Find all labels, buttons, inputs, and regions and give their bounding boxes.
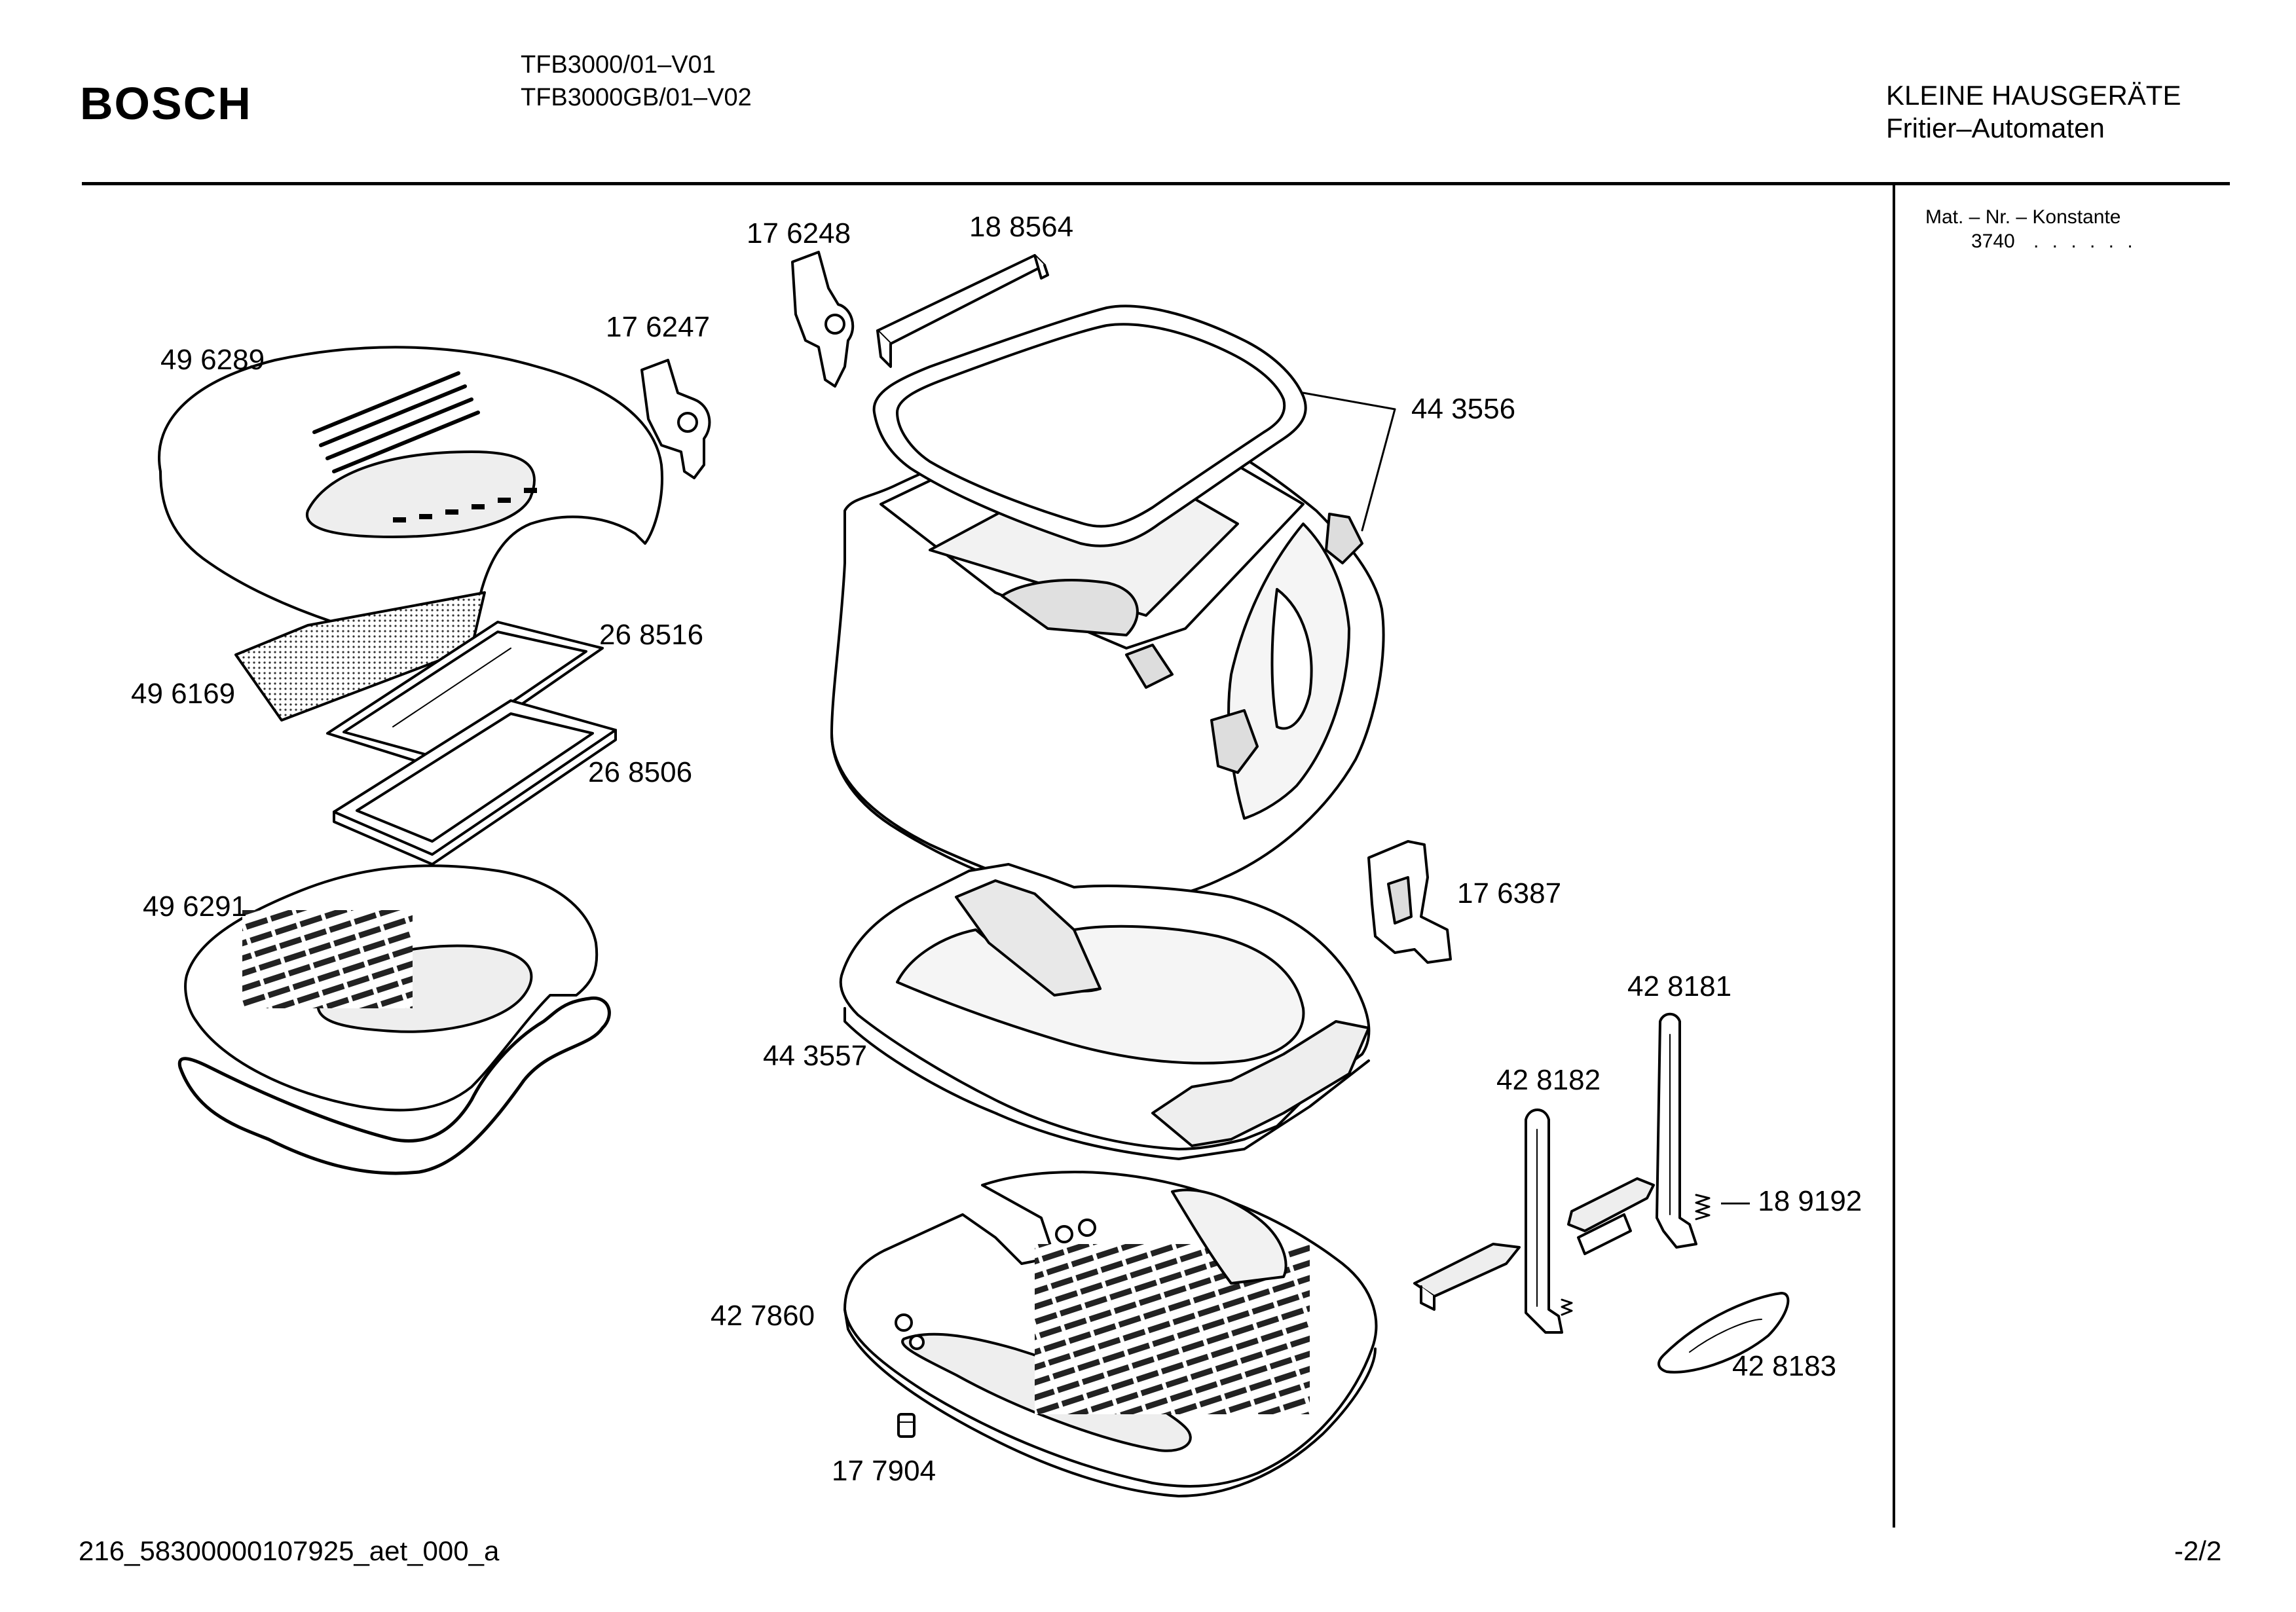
part-lid-cover	[159, 347, 662, 648]
leader-lines	[1303, 393, 1395, 530]
part-base-tray	[841, 864, 1369, 1159]
part-bracket-176387	[1369, 841, 1451, 962]
part-hinge-lower	[642, 360, 709, 478]
document-id: 216_58300000107925_aet_000_a	[79, 1535, 500, 1566]
mat-nr-code: 3740	[1971, 230, 2015, 252]
part-label-496291: 49 6291	[143, 890, 248, 923]
part-label-188564: 18 8564	[969, 211, 1074, 243]
part-label-177904: 17 7904	[832, 1455, 936, 1487]
part-label-176247: 17 6247	[606, 311, 711, 343]
part-bottom-cover	[845, 1172, 1376, 1496]
part-label-176248: 17 6248	[747, 217, 851, 249]
part-gasket-ring	[874, 306, 1306, 545]
part-label-496289: 49 6289	[160, 344, 265, 376]
part-hinge-upper	[792, 252, 853, 386]
model-number-1: TFB3000/01–V01	[521, 51, 716, 79]
part-rod-428182	[1526, 1110, 1562, 1332]
part-strip-188564	[878, 255, 1048, 367]
mat-nr-dots: . . . . . .	[2033, 230, 2137, 252]
part-label-428183: 42 8183	[1732, 1350, 1837, 1382]
mat-nr-label: Mat. – Nr. – Konstante	[1925, 206, 2121, 228]
sidebar-divider	[1893, 182, 1895, 1528]
part-inner-lid	[179, 866, 609, 1173]
page-number: -2/2	[2174, 1535, 2222, 1566]
subcategory-title: Fritier–Automaten	[1886, 113, 2105, 143]
part-label-428181: 42 8181	[1627, 970, 1732, 1002]
part-mesh-filter	[236, 593, 485, 720]
part-rod-428181	[1657, 1014, 1696, 1247]
category-title: KLEINE HAUSGERÄTE	[1886, 80, 2181, 111]
part-label-443556: 44 3556	[1411, 393, 1516, 425]
model-number-2: TFB3000GB/01–V02	[521, 84, 752, 111]
part-latch-lower	[1415, 1244, 1519, 1310]
part-label-443557: 44 3557	[763, 1040, 868, 1072]
part-label-268516: 26 8516	[599, 619, 704, 651]
brand-logo: BOSCH	[80, 78, 252, 129]
part-label-189192: — 18 9192	[1721, 1185, 1862, 1217]
part-label-176387: 17 6387	[1457, 877, 1562, 909]
part-latch-upper	[1568, 1179, 1654, 1254]
part-oval-cap	[1659, 1293, 1788, 1372]
part-window-frame	[334, 701, 616, 864]
part-label-496169: 49 6169	[131, 678, 236, 710]
part-glass-panel	[327, 622, 602, 766]
part-label-428182: 42 8182	[1496, 1064, 1601, 1096]
part-label-268506: 26 8506	[588, 756, 693, 788]
part-foot-177904	[898, 1414, 914, 1437]
part-label-427860: 42 7860	[711, 1300, 815, 1332]
part-spring-189192	[1562, 1195, 1709, 1315]
header-divider	[82, 182, 2230, 185]
